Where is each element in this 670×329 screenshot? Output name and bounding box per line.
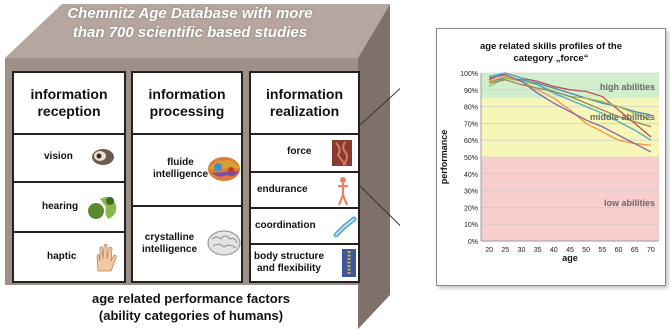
item-fluide-intelligence: fluide intelligence (133, 133, 241, 207)
y-tick-label: 10% (464, 222, 478, 229)
y-tick-label: 70% (464, 121, 478, 128)
column-information-reception: information reception vision hearing hap… (12, 71, 126, 283)
item-body-structure: body structure and flexibility (251, 245, 358, 281)
x-tick-label: 50 (582, 247, 590, 254)
item-label: force (287, 146, 312, 157)
box-side-face (358, 4, 390, 329)
x-tick-label: 30 (518, 247, 526, 254)
y-tick-label: 20% (464, 205, 478, 212)
item-label: coordination (255, 220, 316, 231)
column-heading: information realization (251, 73, 358, 135)
box-top-face (5, 4, 390, 58)
performance-factors-label: age related performance factors (ability… (92, 291, 290, 323)
x-tick-label: 40 (550, 247, 558, 254)
column-heading: information reception (14, 73, 124, 135)
band-2 (481, 157, 659, 241)
connector-line-bottom (359, 185, 400, 227)
x-tick-label: 35 (534, 247, 542, 254)
item-coordination: coordination (251, 209, 358, 245)
item-label: endurance (257, 184, 308, 195)
x-axis-label: age (562, 253, 578, 263)
series-line-4 (488, 72, 652, 141)
body-icon (337, 177, 349, 206)
footer-panel (5, 285, 358, 329)
x-tick-label: 25 (501, 247, 509, 254)
band-1 (481, 98, 659, 157)
x-tick-label: 60 (615, 247, 623, 254)
series-line-6 (488, 79, 652, 128)
chart-title: age related skills profiles of the categ… (479, 41, 623, 64)
item-endurance: endurance (251, 173, 358, 209)
y-tick-label: 30% (464, 189, 478, 196)
band-label: middle abilities (590, 112, 655, 122)
column-information-realization: information realization force endurance … (249, 71, 360, 283)
item-label: body structure and flexibility (254, 251, 325, 274)
item-crystalline-intelligence: crystalline intelligence (133, 207, 241, 281)
item-hearing: hearing (14, 183, 124, 233)
skeleton-arm-icon (333, 216, 357, 238)
column-information-processing: information processing fluide intelligen… (131, 71, 243, 283)
eye-icon (92, 149, 114, 165)
x-tick-label: 65 (631, 247, 639, 254)
muscle-icon (332, 140, 352, 166)
item-vision: vision (14, 133, 124, 183)
x-tick-label: 20 (485, 247, 493, 254)
ear-icon (88, 197, 117, 219)
y-tick-label: 80% (464, 105, 478, 112)
y-tick-label: 100% (460, 71, 478, 78)
connector-line-top (359, 87, 400, 126)
y-tick-label: 60% (464, 138, 478, 145)
item-label: fluide intelligence (153, 157, 209, 180)
hand-icon (96, 243, 117, 272)
x-tick-label: 70 (647, 247, 655, 254)
grey-brain-icon (207, 230, 241, 256)
item-label: vision (44, 151, 73, 162)
spine-icon (342, 249, 356, 277)
column-heading: information processing (133, 73, 241, 135)
y-axis-label: performance (439, 130, 449, 185)
item-label: hearing (42, 201, 79, 212)
item-label: haptic (47, 251, 77, 262)
x-tick-label: 45 (566, 247, 574, 254)
band-label: high abilities (600, 82, 655, 92)
colored-brain-icon (208, 157, 240, 181)
item-haptic: haptic (14, 233, 124, 281)
skills-profile-chart: age related skills profiles of the categ… (436, 28, 666, 286)
x-tick-label: 55 (598, 247, 606, 254)
item-force: force (251, 133, 358, 173)
y-tick-label: 90% (464, 88, 478, 95)
chart-plot: high abilities middle abilities low abilit… (439, 71, 659, 263)
database-title: Chemnitz Age Database with more than 700… (67, 5, 313, 41)
band-label: low abilities (604, 198, 655, 208)
y-tick-label: 40% (464, 172, 478, 179)
y-tick-label: 0% (468, 239, 478, 246)
item-label: crystalline intelligence (142, 232, 198, 255)
series-line-5 (488, 74, 652, 153)
y-tick-label: 50% (464, 155, 478, 162)
